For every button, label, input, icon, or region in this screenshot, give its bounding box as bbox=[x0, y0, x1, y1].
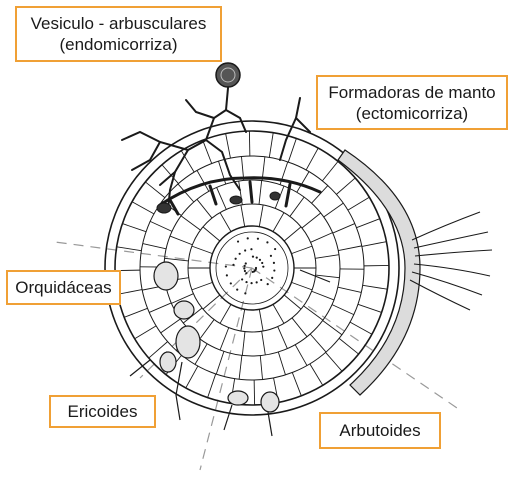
label-line: Ericoides bbox=[68, 401, 138, 422]
peloton-cells bbox=[154, 262, 279, 412]
label-arbutoid: Arbutoides bbox=[319, 412, 441, 449]
mantle-hyphae bbox=[410, 212, 492, 310]
label-orchid: Orquidáceas bbox=[6, 270, 121, 305]
label-mantle-forming: Formadoras de manto (ectomicorriza) bbox=[316, 75, 508, 130]
label-line: Orquidáceas bbox=[15, 277, 111, 298]
fungal-mantle bbox=[338, 150, 420, 395]
label-line: (ectomicorriza) bbox=[356, 103, 468, 124]
label-line: (endomicorriza) bbox=[59, 34, 177, 55]
spore bbox=[216, 63, 240, 87]
label-line: Arbutoides bbox=[339, 420, 420, 441]
label-line: Vesiculo - arbusculares bbox=[31, 13, 207, 34]
label-line: Formadoras de manto bbox=[328, 82, 495, 103]
label-ericoid: Ericoides bbox=[49, 395, 156, 428]
label-vesicular-arbuscular: Vesiculo - arbusculares (endomicorriza) bbox=[15, 6, 222, 62]
